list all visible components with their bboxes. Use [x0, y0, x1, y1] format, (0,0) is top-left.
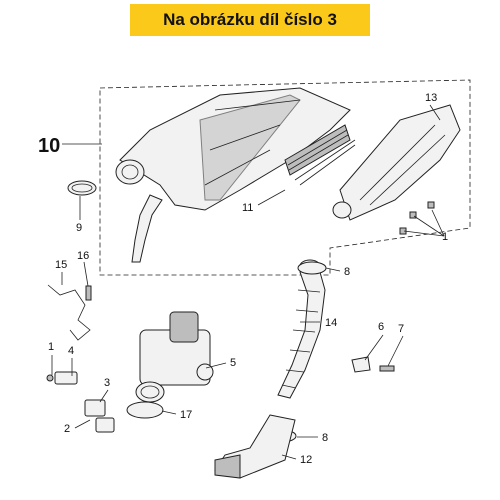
connector-12: [214, 414, 296, 479]
filter-element: [284, 124, 356, 186]
callout-17: 17: [180, 409, 192, 421]
leader-lines: [51, 104, 445, 460]
callout-9: 9: [76, 222, 82, 234]
intake-hose: [277, 259, 326, 399]
hose-clamp-9: [67, 180, 97, 196]
sensor-assembly: [46, 371, 115, 433]
callout-4: 4: [68, 345, 74, 357]
clamp-8-top: [297, 261, 327, 275]
air-filter-box: [115, 87, 351, 263]
callout-16: 16: [77, 250, 89, 262]
clip-6: [351, 356, 371, 373]
callout-2: 2: [64, 423, 70, 435]
callout-8-bottom: 8: [322, 432, 328, 444]
banner-title: Na obrázku díl číslo 3: [163, 10, 337, 29]
title-banner: Na obrázku díl číslo 3: [130, 4, 370, 36]
callout-10: 10: [38, 135, 60, 157]
filter-cover: [332, 104, 461, 221]
callout-11: 11: [242, 202, 253, 214]
assembly-boundary: [99, 79, 471, 276]
callout-1-top: 1: [442, 231, 448, 243]
callout-5: 5: [230, 357, 236, 369]
callout-13: 13: [425, 92, 437, 104]
bolt-16: [85, 285, 92, 301]
throttle-body: [135, 311, 214, 403]
callout-6: 6: [378, 321, 384, 333]
callout-3: 3: [104, 377, 110, 389]
callout-12: 12: [300, 454, 312, 466]
callout-14: 14: [325, 317, 337, 329]
vent-tube: [47, 284, 91, 341]
screws-top: [399, 201, 435, 235]
bolt-7: [379, 365, 395, 372]
seal-ring-17: [126, 401, 164, 419]
callout-1-bottom: 1: [48, 341, 54, 353]
callout-7: 7: [398, 323, 404, 335]
callout-8-top: 8: [344, 266, 350, 278]
callout-15: 15: [55, 259, 67, 271]
